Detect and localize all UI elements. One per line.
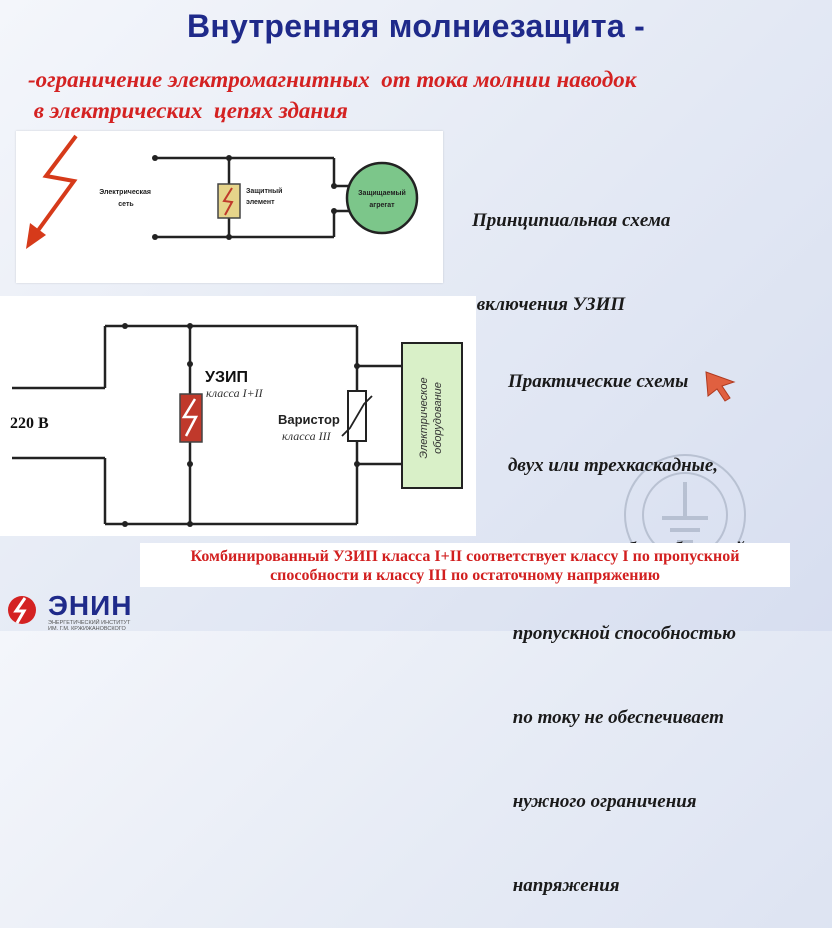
label-protective-2: элемент [246, 199, 275, 206]
practical-caption-line-1: Практические схемы [508, 371, 689, 392]
practical-diagram-panel: Электрическое оборудование 220 В УЗИП кл… [0, 296, 476, 536]
practical-caption-line-4: пропускной способностью [508, 623, 736, 644]
logo-subtitle: Энергетический институт им. Г.М. Кржижан… [48, 620, 148, 632]
practical-caption-line-6: нужного ограничения [508, 791, 697, 812]
voltage-label: 220 В [10, 415, 49, 432]
practical-caption-line-2: двух или трехкаскадные, [508, 455, 719, 476]
slide-subtitle: -ограничение электромагнитных от тока мо… [28, 64, 808, 126]
practical-caption-line-5: по току не обеспечивает [508, 707, 724, 728]
principle-diagram-panel: Электрическая сеть Защитный элемент Защи… [16, 131, 443, 283]
label-network-2: сеть [118, 201, 134, 208]
label-protected-1: Защищаемый [358, 189, 406, 197]
principle-caption-line-2: включения УЗИП [472, 294, 626, 315]
varistor-class: класса III [282, 429, 332, 443]
logo-subtitle-line-1: Энергетический институт [48, 620, 131, 626]
bottom-banner: Комбинированный УЗИП класса I+II соответ… [140, 543, 790, 587]
protected-unit [345, 161, 419, 235]
ground-icon [662, 482, 708, 544]
logo-name: ЭНИН [48, 590, 133, 621]
principle-diagram: Электрическая сеть Защитный элемент Защи… [26, 134, 419, 249]
circuit-nodes [152, 155, 337, 240]
uzip-title: УЗИП [205, 369, 248, 386]
banner-line-1: Комбинированный УЗИП класса I+II соответ… [190, 548, 740, 565]
label-network-1: Электрическая [99, 189, 151, 196]
electrical-equipment-box [401, 342, 463, 489]
practical-caption: Практические схемы двух или трехкаскадны… [508, 312, 745, 928]
subtitle-line-2: в электрических цепях здания [28, 98, 348, 123]
pointer-cursor-icon [705, 371, 736, 402]
enin-logo-icon [8, 596, 36, 624]
practical-caption-line-7: напряжения [508, 875, 620, 896]
varistor-element [341, 390, 373, 442]
equipment-label-1: Электрическое [418, 377, 430, 458]
lightning-bolt-icon [26, 134, 78, 249]
practical-wires [12, 324, 402, 526]
principle-caption-line-1: Принципиальная схема [472, 210, 671, 231]
uzip-class: класса I+II [206, 386, 264, 400]
logo-subtitle-line-2: им. Г.М. Кржижановского [48, 626, 126, 632]
slide-title: Внутренняя молниезащита - [186, 8, 646, 44]
banner-line-2: способности и классу III по остаточному … [270, 567, 660, 584]
label-protected-2: агрегат [369, 202, 395, 209]
equipment-label-2: оборудование [432, 382, 444, 454]
circuit-wires [155, 156, 350, 239]
principle-caption: Принципиальная схема включения УЗИП [472, 151, 670, 347]
subtitle-line-1: -ограничение электромагнитных от тока мо… [28, 67, 637, 92]
uzip-element [179, 393, 203, 443]
protective-element [217, 183, 241, 219]
practical-diagram: Электрическое оборудование 220 В УЗИП кл… [10, 323, 463, 527]
varistor-title: Варистор [278, 412, 340, 427]
practical-nodes [122, 323, 360, 527]
label-protective-1: Защитный [246, 187, 282, 195]
